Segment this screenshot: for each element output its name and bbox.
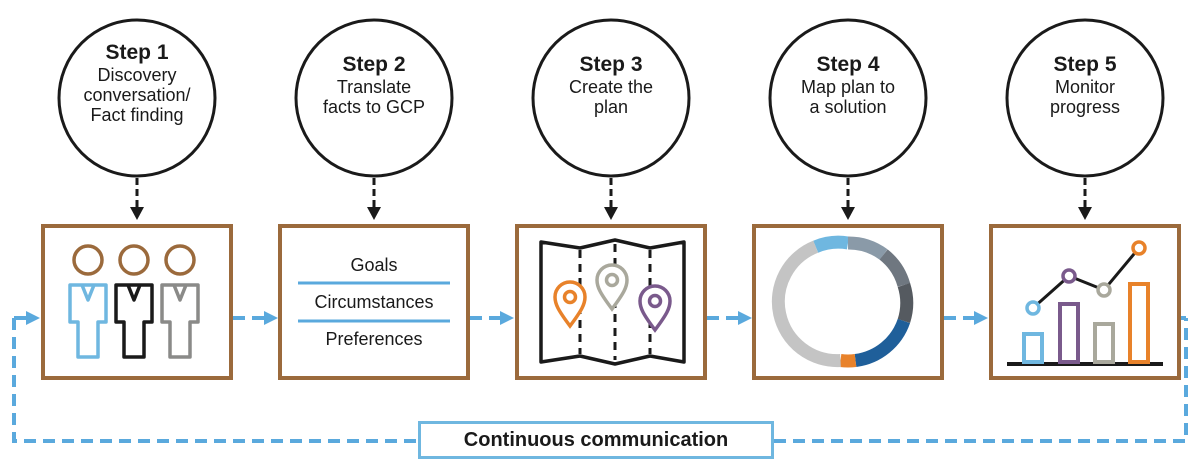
step-desc-line: facts to GCP bbox=[322, 97, 426, 117]
step-circles bbox=[57, 18, 1165, 178]
step-title: Step 2 bbox=[342, 53, 406, 76]
preferences-label: Preferences bbox=[325, 329, 423, 349]
step-2-box bbox=[278, 224, 470, 380]
step-desc-line: Fact finding bbox=[90, 105, 184, 125]
step-1-text: Step 1 Discovery conversation/ Fact find… bbox=[67, 40, 207, 125]
donut-chart-icon bbox=[771, 235, 914, 368]
map-pin-orange-icon bbox=[553, 280, 587, 329]
step-4-text: Step 4 Map plan to a solution bbox=[778, 52, 918, 117]
step-desc-line: Create the bbox=[568, 77, 654, 97]
step-desc-line: progress bbox=[1049, 97, 1121, 117]
step-desc-line: conversation/ bbox=[83, 85, 191, 105]
step-desc-line: Map plan to bbox=[800, 77, 896, 97]
step-1-circle bbox=[57, 18, 217, 178]
step-3-circle bbox=[531, 18, 691, 178]
step-desc-line: Translate bbox=[336, 77, 412, 97]
step-title: Step 4 bbox=[816, 53, 880, 76]
down-arrowheads bbox=[130, 207, 1092, 220]
step-title: Step 1 bbox=[105, 41, 169, 64]
map-pin-purple-icon bbox=[638, 284, 672, 333]
step-2-circle bbox=[294, 18, 454, 178]
circumstances-label: Circumstances bbox=[314, 292, 434, 312]
step-desc-line: a solution bbox=[809, 97, 887, 117]
down-arrows bbox=[135, 178, 1087, 208]
map-icon bbox=[539, 238, 686, 366]
step-5-text: Step 5 Monitor progress bbox=[1015, 52, 1155, 117]
step-3-text: Step 3 Create the plan bbox=[541, 52, 681, 117]
step-5-box bbox=[989, 224, 1181, 380]
list-icon bbox=[298, 281, 450, 323]
step-desc-line: Monitor bbox=[1054, 77, 1116, 97]
people-icon bbox=[68, 244, 200, 359]
step-desc-line: Discovery bbox=[97, 65, 177, 85]
communication-loop bbox=[12, 318, 1188, 443]
goals-label: Goals bbox=[350, 255, 398, 275]
step-title: Step 5 bbox=[1053, 53, 1117, 76]
map-pin-gray-icon bbox=[595, 263, 629, 312]
step-desc-line: plan bbox=[593, 97, 629, 117]
loop-entry-arrow bbox=[14, 311, 40, 325]
step-2-text: Step 2 Translate facts to GCP bbox=[304, 52, 444, 117]
growth-chart-icon bbox=[1007, 240, 1163, 366]
step-4-circle bbox=[768, 18, 928, 178]
continuous-communication-label: Continuous communication bbox=[418, 421, 774, 459]
step-5-circle bbox=[1005, 18, 1165, 178]
step-title: Step 3 bbox=[579, 53, 643, 76]
connector-arrowheads bbox=[264, 311, 988, 325]
